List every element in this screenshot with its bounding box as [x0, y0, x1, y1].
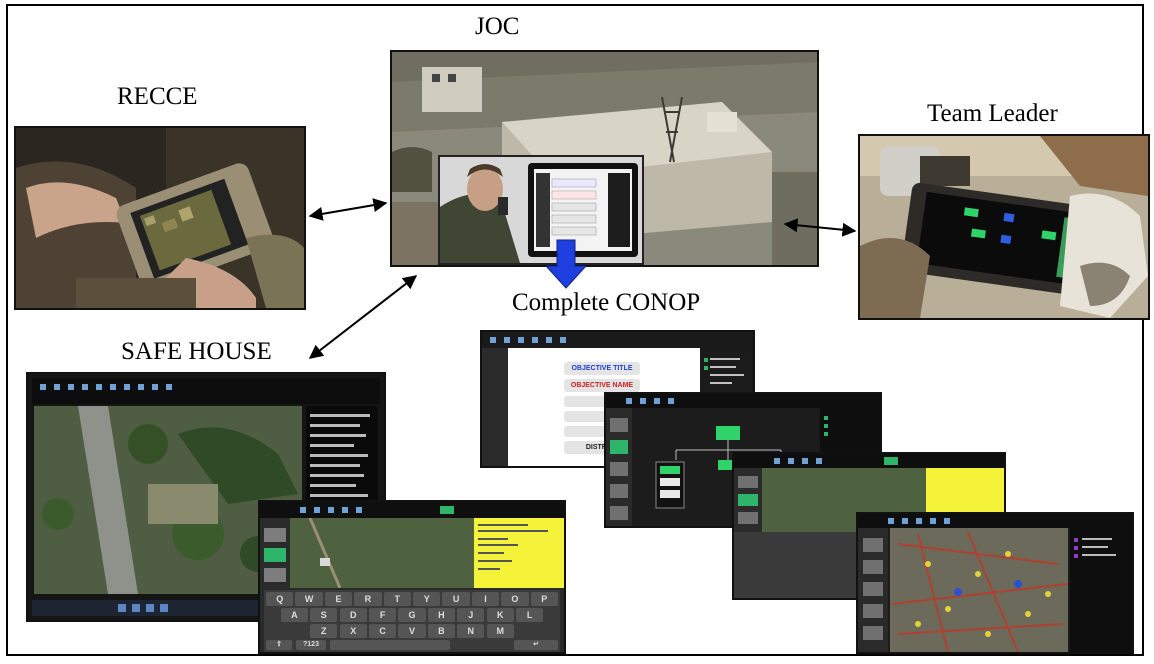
joc-operator-inset: [438, 155, 644, 265]
conop-form-sidebar: [482, 348, 508, 466]
recce-photo: [14, 126, 306, 310]
keyboard-screen-map: [260, 518, 564, 588]
key-b[interactable]: B: [427, 624, 456, 638]
enter-key[interactable]: ↵: [514, 640, 558, 650]
key-p[interactable]: P: [530, 592, 558, 606]
shift-key[interactable]: ⇧: [266, 640, 292, 650]
key-r[interactable]: R: [354, 592, 382, 606]
key-h[interactable]: H: [427, 608, 456, 622]
key-g[interactable]: G: [398, 608, 426, 622]
objective-title-field[interactable]: OBJECTIVE TITLE: [564, 362, 640, 375]
key-q[interactable]: Q: [266, 592, 294, 606]
key-i[interactable]: I: [471, 592, 500, 606]
joc-photo: [390, 50, 819, 267]
key-a[interactable]: A: [280, 608, 309, 622]
key-x[interactable]: X: [339, 624, 367, 638]
team-leader-label: Team Leader: [927, 100, 1058, 127]
team-leader-photo: [858, 134, 1150, 320]
space-key[interactable]: [330, 640, 450, 650]
key-u[interactable]: U: [442, 592, 470, 606]
recce-label: RECCE: [117, 83, 198, 110]
key-d[interactable]: D: [339, 608, 367, 622]
district-text: DISTRICT: [585, 444, 619, 451]
form-field-4[interactable]: [564, 411, 640, 422]
joc-operator-image: [440, 157, 642, 263]
safe-house-label: SAFE HOUSE: [121, 338, 272, 365]
conop-city-map-screen: [856, 512, 1134, 654]
key-m[interactable]: M: [486, 624, 514, 638]
key-k[interactable]: K: [486, 608, 514, 622]
key-c[interactable]: C: [368, 624, 397, 638]
conop-city-map-view: [858, 514, 1132, 652]
form-field-5[interactable]: [564, 426, 640, 437]
complete-conop-label: Complete CONOP: [512, 289, 701, 316]
key-l[interactable]: L: [515, 608, 544, 622]
key-z[interactable]: Z: [310, 624, 338, 638]
key-s[interactable]: S: [310, 608, 338, 622]
form-field-3[interactable]: [564, 396, 640, 407]
key-j[interactable]: J: [457, 608, 485, 622]
joc-label: JOC: [475, 13, 520, 40]
key-y[interactable]: Y: [413, 592, 441, 606]
key-o[interactable]: O: [501, 592, 529, 606]
key-f[interactable]: F: [368, 608, 397, 622]
key-t[interactable]: T: [383, 592, 411, 606]
numeric-key[interactable]: ?123: [296, 640, 326, 650]
key-w[interactable]: W: [295, 592, 323, 606]
objective-name-field[interactable]: OBJECTIVE NAME: [564, 379, 640, 392]
key-v[interactable]: V: [398, 624, 426, 638]
conop-form-toolbar: [482, 332, 753, 348]
objective-title-text: OBJECTIVE TITLE: [571, 365, 633, 372]
team-leader-image: [860, 136, 1148, 318]
recce-photo-image: [16, 128, 304, 308]
objective-name-text: OBJECTIVE NAME: [570, 382, 634, 389]
keyboard-screen-toolbar: [260, 502, 564, 518]
key-e[interactable]: E: [324, 592, 353, 606]
key-n[interactable]: N: [457, 624, 485, 638]
